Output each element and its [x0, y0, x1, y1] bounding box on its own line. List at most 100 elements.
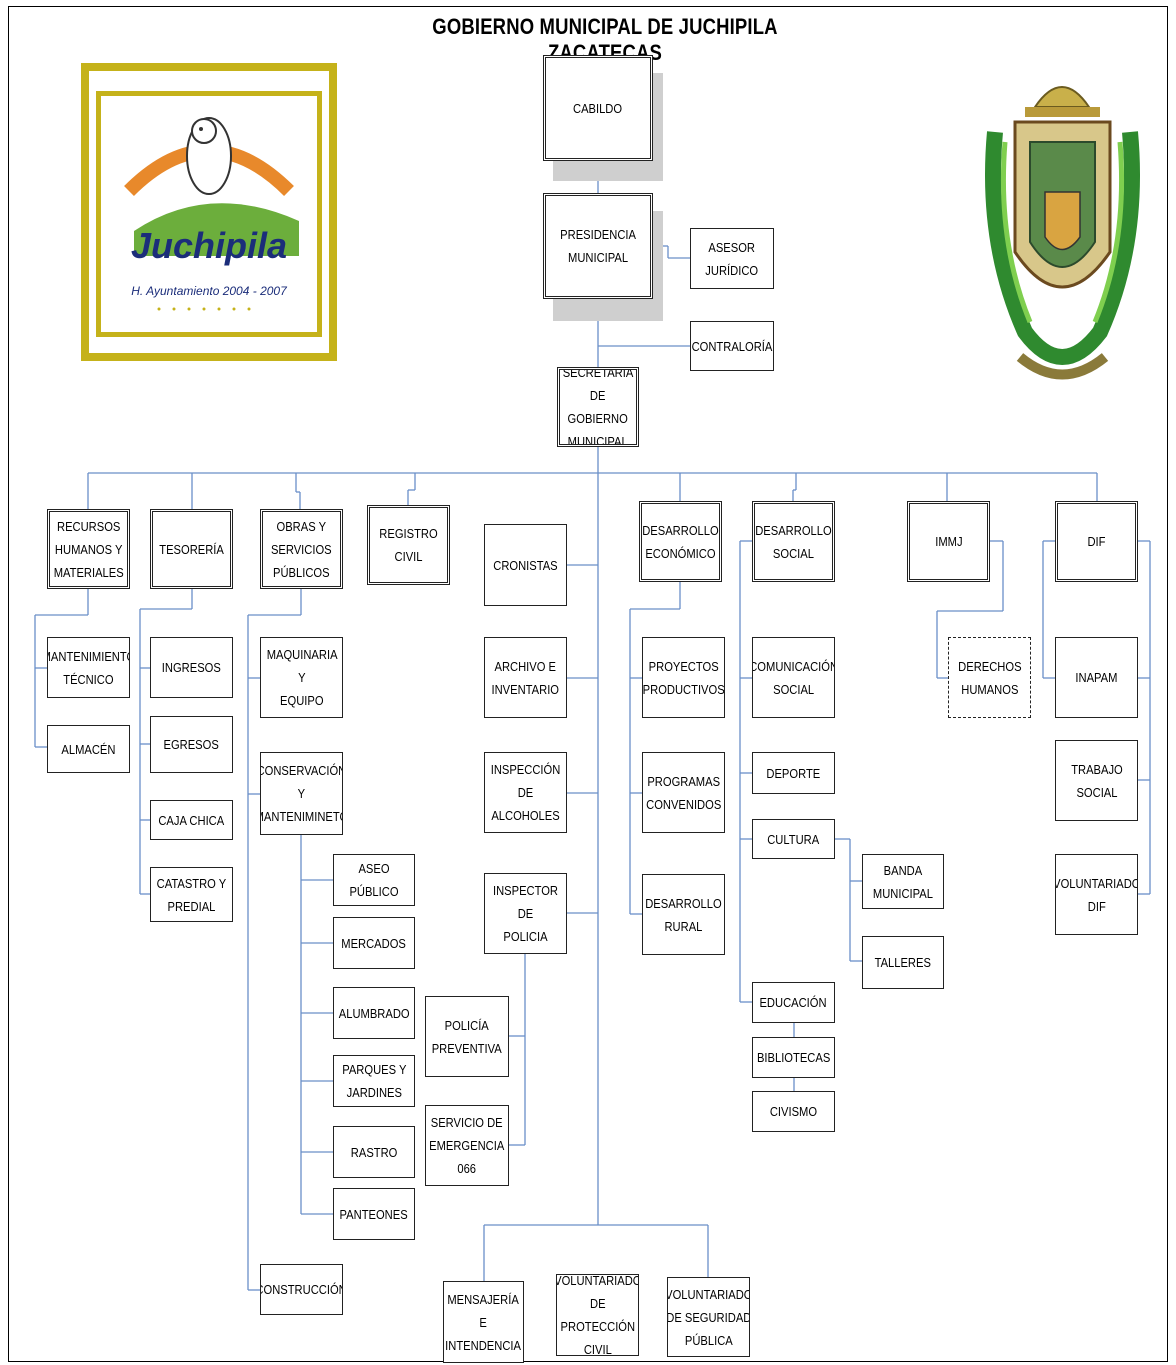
unit-label: INGRESOS	[161, 660, 222, 675]
unit-volprot: VOLUNTARIADO DE PROTECCIÓN CIVIL	[556, 1274, 639, 1356]
juchipila-logo: Juchipila H. Ayuntamiento 2004 - 2007	[81, 63, 337, 361]
unit-label: INSPECCIÓN DE ALCOHOLES	[490, 762, 561, 823]
unit-label: POLICÍA PREVENTIVA	[431, 1017, 502, 1056]
unit-civismo: CIVISMO	[752, 1091, 835, 1132]
unit-label: INSPECTOR DE POLICIA	[492, 883, 559, 944]
unit-label: PANTEONES	[339, 1206, 409, 1222]
unit-secretaria: SECRETARÍA DE GOBIERNO MUNICIPAL	[557, 367, 639, 447]
unit-label: DEPORTE	[766, 765, 821, 781]
unit-label: MANTENIMIENTO TÉCNICO	[48, 648, 129, 687]
unit-inapam: INAPAM	[1055, 637, 1138, 718]
unit-label: VOLUNTARIADO DIF	[1055, 875, 1138, 914]
unit-label: DERECHOS HUMANOS	[957, 658, 1022, 697]
coat-of-arms-icon	[985, 86, 1140, 380]
unit-tesoreria: TESORERÍA	[150, 509, 233, 589]
unit-label: TALLERES	[874, 955, 932, 970]
unit-obras: OBRAS Y SERVICIOS PÚBLICOS	[260, 509, 343, 589]
unit-label: EGRESOS	[163, 737, 220, 752]
unit-label: MAQUINARIA Y EQUIPO	[266, 647, 338, 708]
unit-label: CONTRALORÍA	[691, 338, 773, 354]
unit-label: BIBLIOTECAS	[756, 1050, 831, 1065]
unit-label: CULTURA	[767, 831, 820, 847]
unit-talleres: TALLERES	[862, 936, 944, 989]
unit-label: CATASTRO Y PREDIAL	[156, 875, 227, 914]
unit-label: COMUNICACIÓN SOCIAL	[752, 658, 835, 697]
unit-label: DESARROLLO ECONÓMICO	[642, 522, 719, 561]
unit-label: ASEO PÚBLICO	[349, 861, 399, 899]
unit-comunicacion: COMUNICACIÓN SOCIAL	[752, 637, 835, 718]
unit-maquinaria: MAQUINARIA Y EQUIPO	[260, 637, 343, 718]
unit-label: CABILDO	[573, 100, 623, 116]
unit-voldif: VOLUNTARIADO DIF	[1055, 854, 1138, 935]
unit-label: DESARROLLO SOCIAL	[755, 522, 832, 561]
unit-dessoc: DESARROLLO SOCIAL	[752, 501, 835, 582]
unit-label: PROGRAMAS CONVENIDOS	[645, 773, 722, 812]
unit-egresos: EGRESOS	[150, 716, 233, 773]
unit-label: EDUCACIÓN	[759, 995, 828, 1010]
unit-construccion: CONSTRUCCIÓN	[260, 1264, 343, 1315]
unit-label: RASTRO	[350, 1144, 398, 1160]
unit-parques: PARQUES Y JARDINES	[333, 1055, 415, 1107]
unit-deporte: DEPORTE	[752, 752, 835, 794]
unit-panteones: PANTEONES	[333, 1188, 415, 1240]
unit-registro: REGISTRO CIVIL	[367, 505, 450, 585]
unit-ingresos: INGRESOS	[150, 637, 233, 698]
unit-caja: CAJA CHICA	[150, 800, 233, 840]
chart-frame	[8, 6, 1168, 1362]
unit-programas: PROGRAMAS CONVENIDOS	[642, 752, 725, 833]
unit-label: SERVICIO DE EMERGENCIA 066	[429, 1115, 505, 1176]
unit-label: DIF	[1087, 534, 1106, 549]
logo-wordmark: Juchipila	[130, 225, 288, 266]
unit-label: ALUMBRADO	[338, 1005, 410, 1021]
unit-label: ALMACÉN	[61, 741, 116, 757]
unit-trabajo: TRABAJO SOCIAL	[1055, 740, 1138, 821]
unit-mantenimiento: MANTENIMIENTO TÉCNICO	[47, 637, 130, 698]
unit-label: ASESOR JURÍDICO	[705, 239, 759, 278]
logo-subtitle: H. Ayuntamiento 2004 - 2007	[131, 284, 287, 298]
unit-label: DESARROLLO RURAL	[645, 895, 722, 934]
unit-conservacion: CONSERVACIÓN Y MANTENIMINETO	[260, 752, 343, 835]
unit-catastro: CATASTRO Y PREDIAL	[150, 867, 233, 922]
unit-cabildo: CABILDO	[543, 55, 653, 161]
unit-policia: POLICÍA PREVENTIVA	[425, 996, 509, 1077]
unit-label: VOLUNTARIADO DE SEGURIDAD PÚBLICA	[667, 1286, 750, 1348]
unit-volseg: VOLUNTARIADO DE SEGURIDAD PÚBLICA	[667, 1277, 750, 1357]
unit-almacen: ALMACÉN	[47, 725, 130, 773]
unit-mensajeria: MENSAJERÍA E INTENDENCIA	[443, 1281, 524, 1363]
unit-label: REGISTRO CIVIL	[379, 526, 438, 564]
unit-label: MENSAJERÍA E INTENDENCIA	[445, 1291, 522, 1353]
unit-label: INAPAM	[1075, 670, 1118, 685]
unit-archivo: ARCHIVO E INVENTARIO	[484, 637, 567, 718]
unit-inspeccion: INSPECCIÓN DE ALCOHOLES	[484, 752, 567, 833]
unit-label: CAJA CHICA	[158, 812, 225, 828]
unit-label: TRABAJO SOCIAL	[1070, 761, 1123, 800]
unit-alumbrado: ALUMBRADO	[333, 987, 415, 1039]
unit-cronistas: CRONISTAS	[484, 524, 567, 606]
unit-bibliotecas: BIBLIOTECAS	[752, 1037, 835, 1078]
unit-label: VOLUNTARIADO DE PROTECCIÓN CIVIL	[556, 1274, 639, 1356]
unit-rural: DESARROLLO RURAL	[642, 874, 725, 955]
unit-educacion: EDUCACIÓN	[752, 982, 835, 1023]
unit-rastro: RASTRO	[333, 1126, 415, 1178]
unit-recursos: RECURSOS HUMANOS Y MATERIALES	[47, 509, 130, 589]
unit-label: CRONISTAS	[493, 557, 558, 573]
unit-label: RECURSOS HUMANOS Y MATERIALES	[53, 518, 124, 580]
unit-label: PRESIDENCIA MUNICIPAL	[560, 227, 636, 265]
unit-banda: BANDA MUNICIPAL	[862, 854, 944, 909]
unit-cultura: CULTURA	[752, 819, 835, 859]
unit-label: MERCADOS	[341, 935, 407, 951]
logo-mascot-icon	[124, 117, 299, 311]
unit-contraloria: CONTRALORÍA	[690, 321, 774, 371]
unit-label: IMMJ	[934, 534, 963, 549]
unit-mercados: MERCADOS	[333, 917, 415, 969]
unit-label: TESORERÍA	[159, 541, 224, 557]
unit-label: CONSERVACIÓN Y MANTENIMINETO	[260, 763, 343, 824]
unit-label: CIVISMO	[769, 1104, 818, 1119]
unit-asesor: ASESOR JURÍDICO	[690, 228, 774, 289]
unit-presidencia: PRESIDENCIA MUNICIPAL	[543, 193, 653, 299]
unit-deseco: DESARROLLO ECONÓMICO	[639, 501, 722, 582]
unit-label: PARQUES Y JARDINES	[341, 1062, 407, 1100]
unit-label: OBRAS Y SERVICIOS PÚBLICOS	[271, 518, 332, 580]
unit-label: PROYECTOS PRODUCTIVOS	[642, 658, 725, 697]
